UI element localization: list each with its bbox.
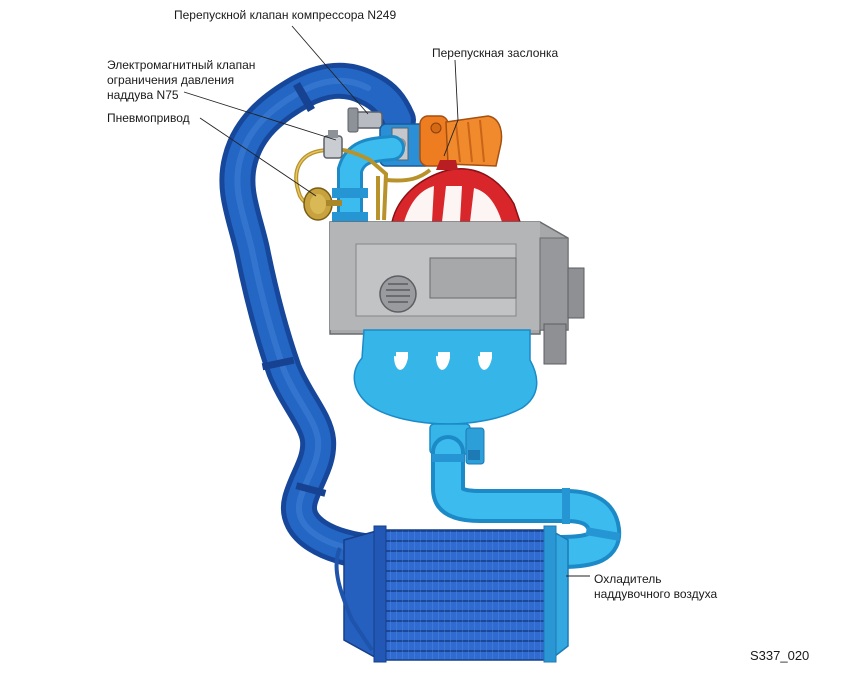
intake-manifold bbox=[353, 329, 538, 425]
turbine-housing bbox=[419, 115, 503, 167]
intake-pipe-dark bbox=[219, 62, 416, 570]
label-bypass-flap: Перепускная заслонка bbox=[432, 46, 559, 60]
label-cooler-line2: наддувочного воздуха bbox=[594, 587, 718, 601]
label-n75-line1: Электромагнитный клапан bbox=[107, 58, 256, 72]
label-n249: Перепускной клапан компрессора N249 bbox=[174, 8, 397, 22]
leader-lines bbox=[183, 25, 590, 577]
charge-pipe-lower bbox=[431, 435, 622, 569]
figure-code: S337_020 bbox=[750, 648, 810, 663]
label-actuator: Пневмопривод bbox=[107, 111, 190, 125]
pneumatic-actuator bbox=[303, 187, 342, 221]
label-n75-line2: ограничения давления bbox=[107, 73, 235, 87]
n75-valve bbox=[323, 130, 343, 159]
n249-valve bbox=[347, 107, 383, 133]
label-n75-line3: наддува N75 bbox=[107, 88, 179, 102]
exhaust-manifold bbox=[391, 160, 522, 223]
label-cooler-line1: Охладитель bbox=[594, 572, 662, 586]
engine-block bbox=[329, 221, 585, 365]
charge-air-cooler bbox=[334, 525, 569, 663]
